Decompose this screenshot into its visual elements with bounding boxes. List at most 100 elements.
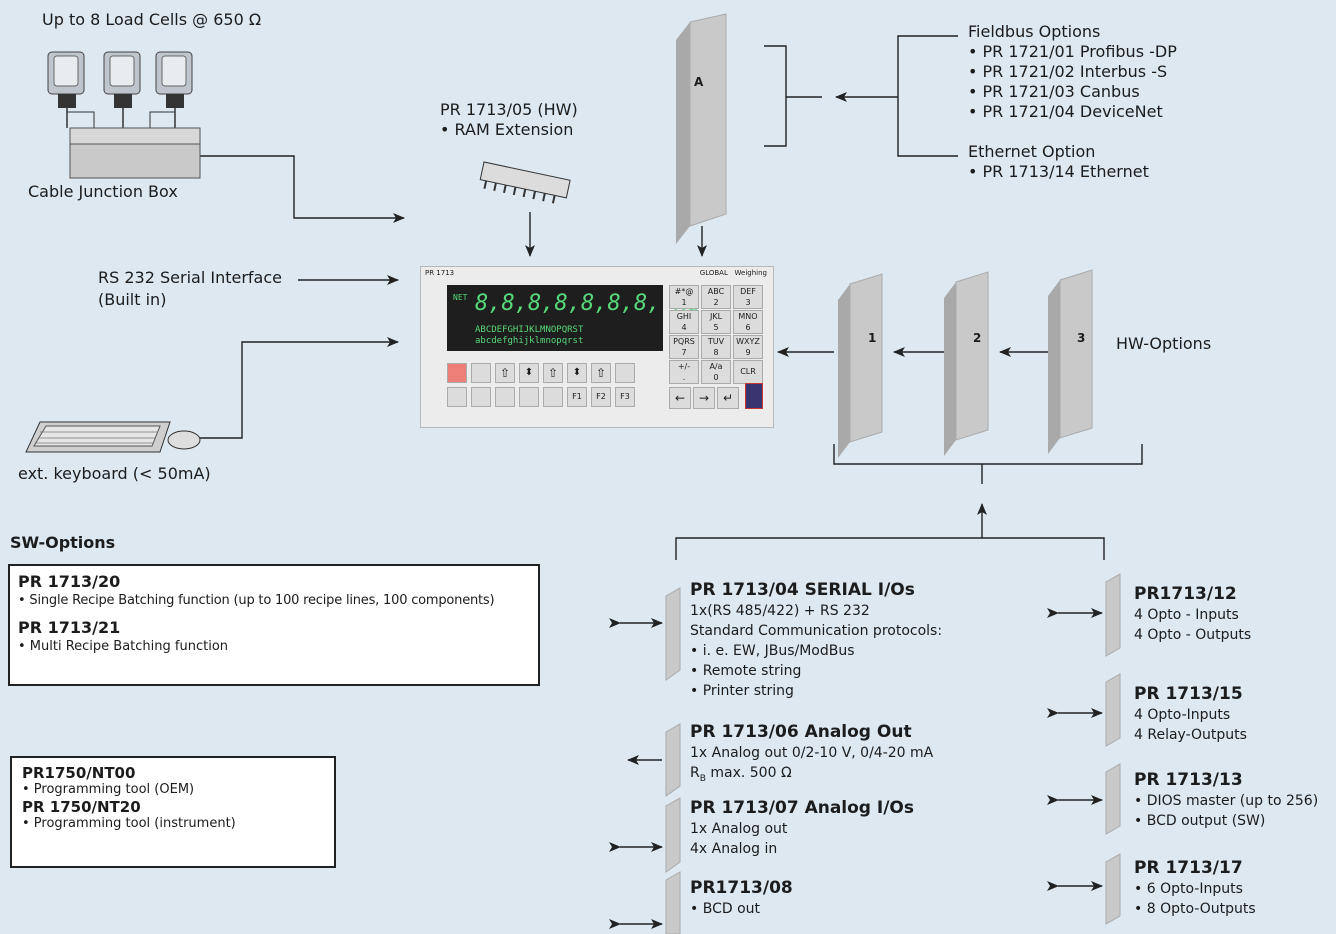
card-line: • Remote string: [690, 663, 802, 679]
key-clr[interactable]: CLR: [733, 360, 763, 384]
rs232-sublabel: (Built in): [98, 290, 167, 309]
hw-slot-cards: [838, 269, 1093, 458]
info-key[interactable]: [543, 387, 563, 407]
card-title: PR 1713/06 Analog Out: [690, 722, 912, 742]
card-line: RB max. 500 Ω: [690, 765, 792, 784]
slot-a-label: A: [694, 75, 704, 89]
up-key[interactable]: ⇧: [495, 363, 515, 383]
display-alpha-lower: abcdefghijklmnopqrst: [475, 336, 584, 346]
display-weight: 8,8,8,8,8,8,8, kg: [475, 291, 701, 316]
load-cells-label: Up to 8 Load Cells @ 650 Ω: [42, 10, 262, 29]
key-dot[interactable]: +/-.: [669, 360, 699, 384]
updown-key[interactable]: ⬍: [519, 363, 539, 383]
card-title: PR 1713/07 Analog I/Os: [690, 798, 914, 818]
card-line: 4x Analog in: [690, 841, 778, 857]
slot-2-label: 2: [973, 331, 982, 345]
card-title: PR 1713/04 SERIAL I/Os: [690, 580, 915, 600]
card-pr1713-04: PR 1713/04 SERIAL I/Os 1x(RS 485/422) + …: [690, 580, 942, 701]
sw-option-title: PR1750/NT00: [22, 764, 136, 782]
tare-key[interactable]: [471, 387, 491, 407]
card-pr1713-07: PR 1713/07 Analog I/Os 1x Analog out 4x …: [690, 798, 914, 859]
f1-key[interactable]: F1: [567, 387, 587, 407]
card-line: 1x Analog out 0/2-10 V, 0/4-20 mA: [690, 745, 934, 761]
slot-a-card: [676, 13, 727, 244]
card-line: Standard Communication protocols:: [690, 623, 943, 639]
sw-options-box-1: PR 1713/20 • Single Recipe Batching func…: [8, 564, 540, 686]
slot-3-label: 3: [1077, 331, 1086, 345]
instrument-model: PR 1713: [425, 269, 455, 277]
keyboard-line: [200, 337, 399, 439]
card-line: • Printer string: [690, 683, 794, 699]
enter-key[interactable]: ↵: [717, 387, 739, 409]
card-title: PR 1713/17: [1134, 858, 1243, 878]
card-title: PR1713/12: [1134, 584, 1237, 604]
instrument-display: NET 8,8,8,8,8,8,8, kg ABCDEFGHIJKLMNOPQR…: [447, 285, 700, 351]
up-key[interactable]: ⇧: [591, 363, 611, 383]
card-line: • 6 Opto-Inputs: [1134, 881, 1243, 897]
f2-key[interactable]: F2: [591, 387, 611, 407]
card-line: • BCD output (SW): [1134, 813, 1266, 829]
rs232-label: RS 232 Serial Interface: [98, 268, 282, 287]
key-1[interactable]: #*@1: [669, 285, 699, 309]
print-key[interactable]: [447, 387, 467, 407]
card-line: 4 Relay-Outputs: [1134, 727, 1247, 743]
softkey[interactable]: [471, 363, 491, 383]
card-line: 4 Opto-Inputs: [1134, 707, 1231, 723]
gross-key[interactable]: [519, 387, 539, 407]
card-pr1713-06: PR 1713/06 Analog Out 1x Analog out 0/2-…: [690, 722, 933, 789]
fieldbus-title: Fieldbus Options: [968, 22, 1101, 41]
card-pr1713-13: PR 1713/13 • DIOS master (up to 256) • B…: [1134, 770, 1318, 831]
instrument-brand: GLOBAL Weighing: [699, 269, 767, 277]
weighing-instrument: PR 1713 GLOBAL Weighing NET 8,8,8,8,8,8,…: [420, 266, 774, 428]
stop-key[interactable]: [447, 363, 467, 383]
navigation-keys: ← → ↵: [669, 383, 769, 411]
slot-a-bracket: [764, 45, 787, 147]
left-arrow-key[interactable]: ←: [669, 387, 691, 409]
sw-option-title: PR 1713/21: [18, 618, 121, 637]
right-arrow-key[interactable]: →: [693, 387, 715, 409]
card-line: 4 Opto - Inputs: [1134, 607, 1239, 623]
card-line: • i. e. EW, JBus/ModBus: [690, 643, 855, 659]
ram-extension-title: PR 1713/05 (HW): [440, 100, 578, 119]
hw-bracket: [833, 444, 1143, 465]
card-line: • BCD out: [690, 901, 760, 917]
ram-extension-item: • RAM Extension: [440, 120, 574, 139]
card-line: • DIOS master (up to 256): [1134, 793, 1319, 809]
softkey[interactable]: [615, 363, 635, 383]
sw-option-title: PR 1713/20: [18, 572, 121, 591]
up-key[interactable]: ⇧: [543, 363, 563, 383]
updown-key[interactable]: ⬍: [567, 363, 587, 383]
card-line: 1x(RS 485/422) + RS 232: [690, 603, 870, 619]
card-line: • 8 Opto-Outputs: [1134, 901, 1256, 917]
card-pr1713-12: PR1713/12 4 Opto - Inputs 4 Opto - Outpu…: [1134, 584, 1251, 645]
fieldbus-item: • PR 1721/02 Interbus -S: [968, 62, 1168, 81]
options-tree: [897, 35, 958, 157]
sw-option-title: PR 1750/NT20: [22, 798, 141, 816]
card-pr1713-08: PR1713/08 • BCD out: [690, 878, 793, 919]
io-card-slots: [665, 573, 1121, 934]
keyboard-icon: [25, 421, 201, 453]
f3-key[interactable]: F3: [615, 387, 635, 407]
softkeys: ⇧ ⬍ ⇧ ⬍ ⇧ F1 F2 F3: [447, 363, 663, 411]
card-title: PR 1713/13: [1134, 770, 1243, 790]
sartorius-logo-icon: [745, 383, 763, 409]
sw-option-desc: • Single Recipe Batching function (up to…: [18, 593, 495, 608]
sw-option-desc: • Programming tool (OEM): [22, 782, 195, 797]
load-cells-icon: [47, 51, 193, 128]
junction-box-label: Cable Junction Box: [28, 182, 178, 201]
card-title: PR1713/08: [690, 878, 793, 898]
fieldbus-options: Fieldbus Options • PR 1721/01 Profibus -…: [968, 22, 1177, 122]
card-line: 4 Opto - Outputs: [1134, 627, 1252, 643]
zero-key[interactable]: [495, 387, 515, 407]
